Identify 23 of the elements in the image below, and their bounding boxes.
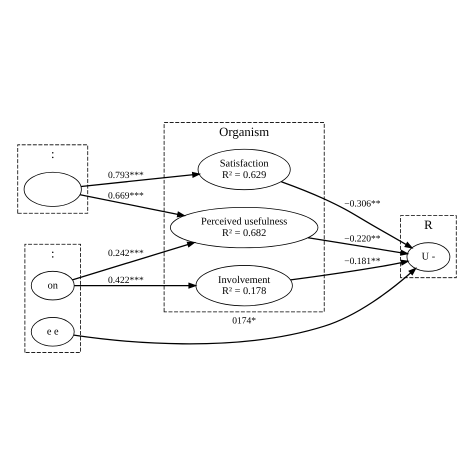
arrow — [72, 241, 196, 280]
arrow — [81, 171, 202, 187]
edge-label: 0174* — [232, 314, 256, 326]
edge-label: 0.242*** — [108, 247, 144, 258]
edge-label: −0.220** — [344, 233, 381, 244]
node-ellipse: Involvement R² = 0.178 — [196, 264, 293, 306]
edge-label: −0.306** — [344, 198, 381, 210]
edge-label: 0.669*** — [108, 190, 144, 202]
node-ellipse: U - — [406, 242, 450, 272]
edge-label: −0.181** — [344, 255, 381, 266]
node-ellipse: e e — [30, 316, 75, 346]
cluster: : — [17, 144, 88, 214]
node-ellipse — [24, 171, 82, 206]
arrow — [80, 194, 186, 217]
arrow — [74, 282, 198, 288]
node-ellipse: Satisfaction R² = 0.629 — [198, 148, 291, 190]
arrow — [74, 266, 417, 344]
edge-label: 0.422*** — [108, 274, 144, 286]
arrow — [308, 236, 410, 256]
arrow — [281, 180, 414, 248]
node-ellipse: on — [30, 270, 75, 300]
edge-label: 0.793*** — [108, 169, 144, 180]
arrow — [290, 259, 410, 280]
